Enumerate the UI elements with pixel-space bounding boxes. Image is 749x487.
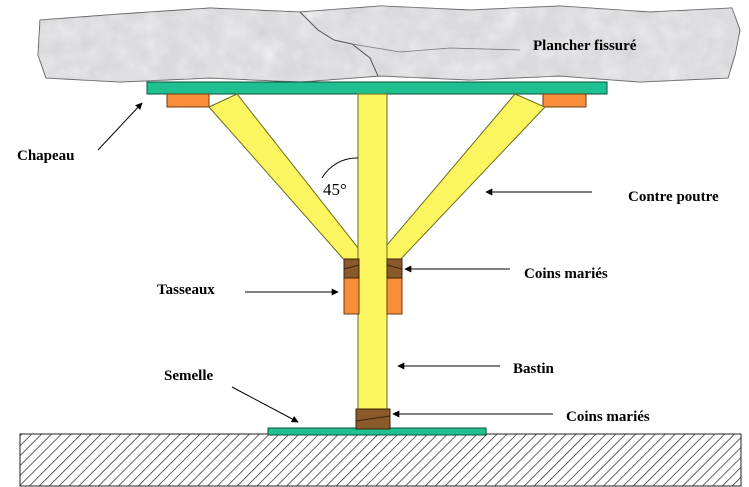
angle-arc — [321, 157, 359, 179]
cracked-slab — [37, 5, 741, 83]
label-bastin: Bastin — [513, 361, 555, 377]
arrow-semelle — [231, 386, 299, 423]
angle-label: 45° — [323, 180, 347, 199]
label-coins-maries-top: Coins mariés — [524, 266, 608, 282]
shim-right — [542, 93, 587, 108]
shim-left — [166, 93, 210, 108]
ground — [19, 433, 742, 487]
tasseau-right — [386, 277, 403, 315]
label-contre-poutre: Contre poutre — [628, 189, 719, 205]
arrow-chapeau — [97, 102, 143, 151]
strut-right — [375, 93, 546, 263]
label-plancher: Plancher fissuré — [533, 38, 637, 54]
label-semelle: Semelle — [164, 368, 213, 384]
label-tasseaux: Tasseaux — [157, 282, 215, 298]
label-chapeau: Chapeau — [17, 148, 75, 164]
label-coins-maries-bottom: Coins mariés — [566, 409, 650, 425]
bastin-post — [357, 93, 388, 411]
chapeau-plate — [146, 81, 608, 95]
tasseau-left — [343, 277, 360, 315]
strut-left — [208, 93, 367, 263]
